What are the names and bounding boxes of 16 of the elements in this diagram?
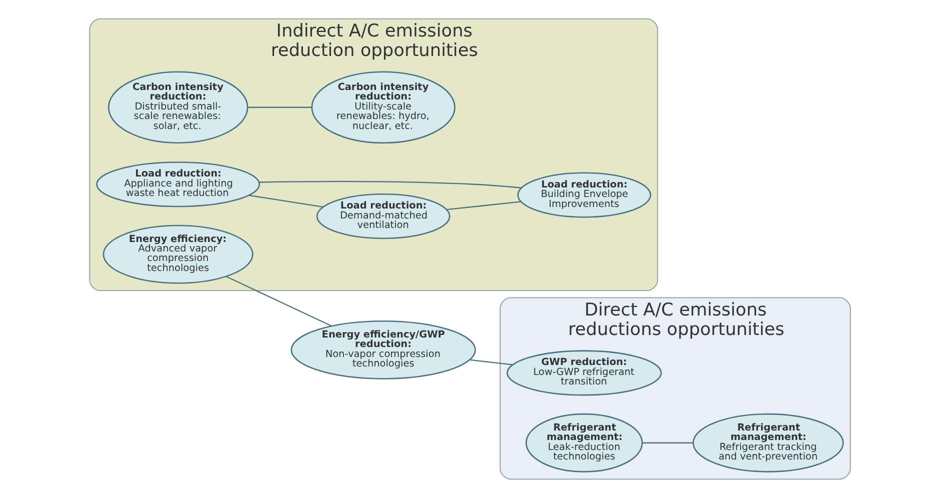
node-ellipse: Carbon intensity reduction: Distributed small-scale renewables: solar, etc. [108, 71, 248, 144]
node-ellipse: Carbon intensity reduction: Utility-scale renewables: hydro, nuclear, etc. [311, 71, 456, 144]
connector [248, 106, 312, 108]
connector [470, 359, 513, 366]
connector [642, 442, 693, 444]
connector [259, 180, 522, 188]
node-ellipse: Load reduction: Demand-matched ventilation [316, 193, 450, 240]
connector [446, 201, 521, 210]
node-ellipse: Energy efficiency/GWP reduction: Non-vapor compression technologies [290, 320, 476, 380]
node-ellipse: Load reduction: Appliance and lighting waste heat reduction [96, 162, 260, 208]
node-ellipse: Load reduction: Building Envelope Improvements [517, 172, 652, 218]
connector [248, 194, 324, 208]
node-ellipse: Refrigerant management: Leak-reduction technologies [526, 413, 643, 472]
node-ellipse: Energy efficiency: Advanced vapor compression technologies [102, 224, 254, 284]
node-ellipse: GWP reduction: Low-GWP refrigerant transition [506, 350, 662, 396]
node-ellipse: Refrigerant management: Refrigerant tracking and vent-prevention [692, 413, 844, 472]
